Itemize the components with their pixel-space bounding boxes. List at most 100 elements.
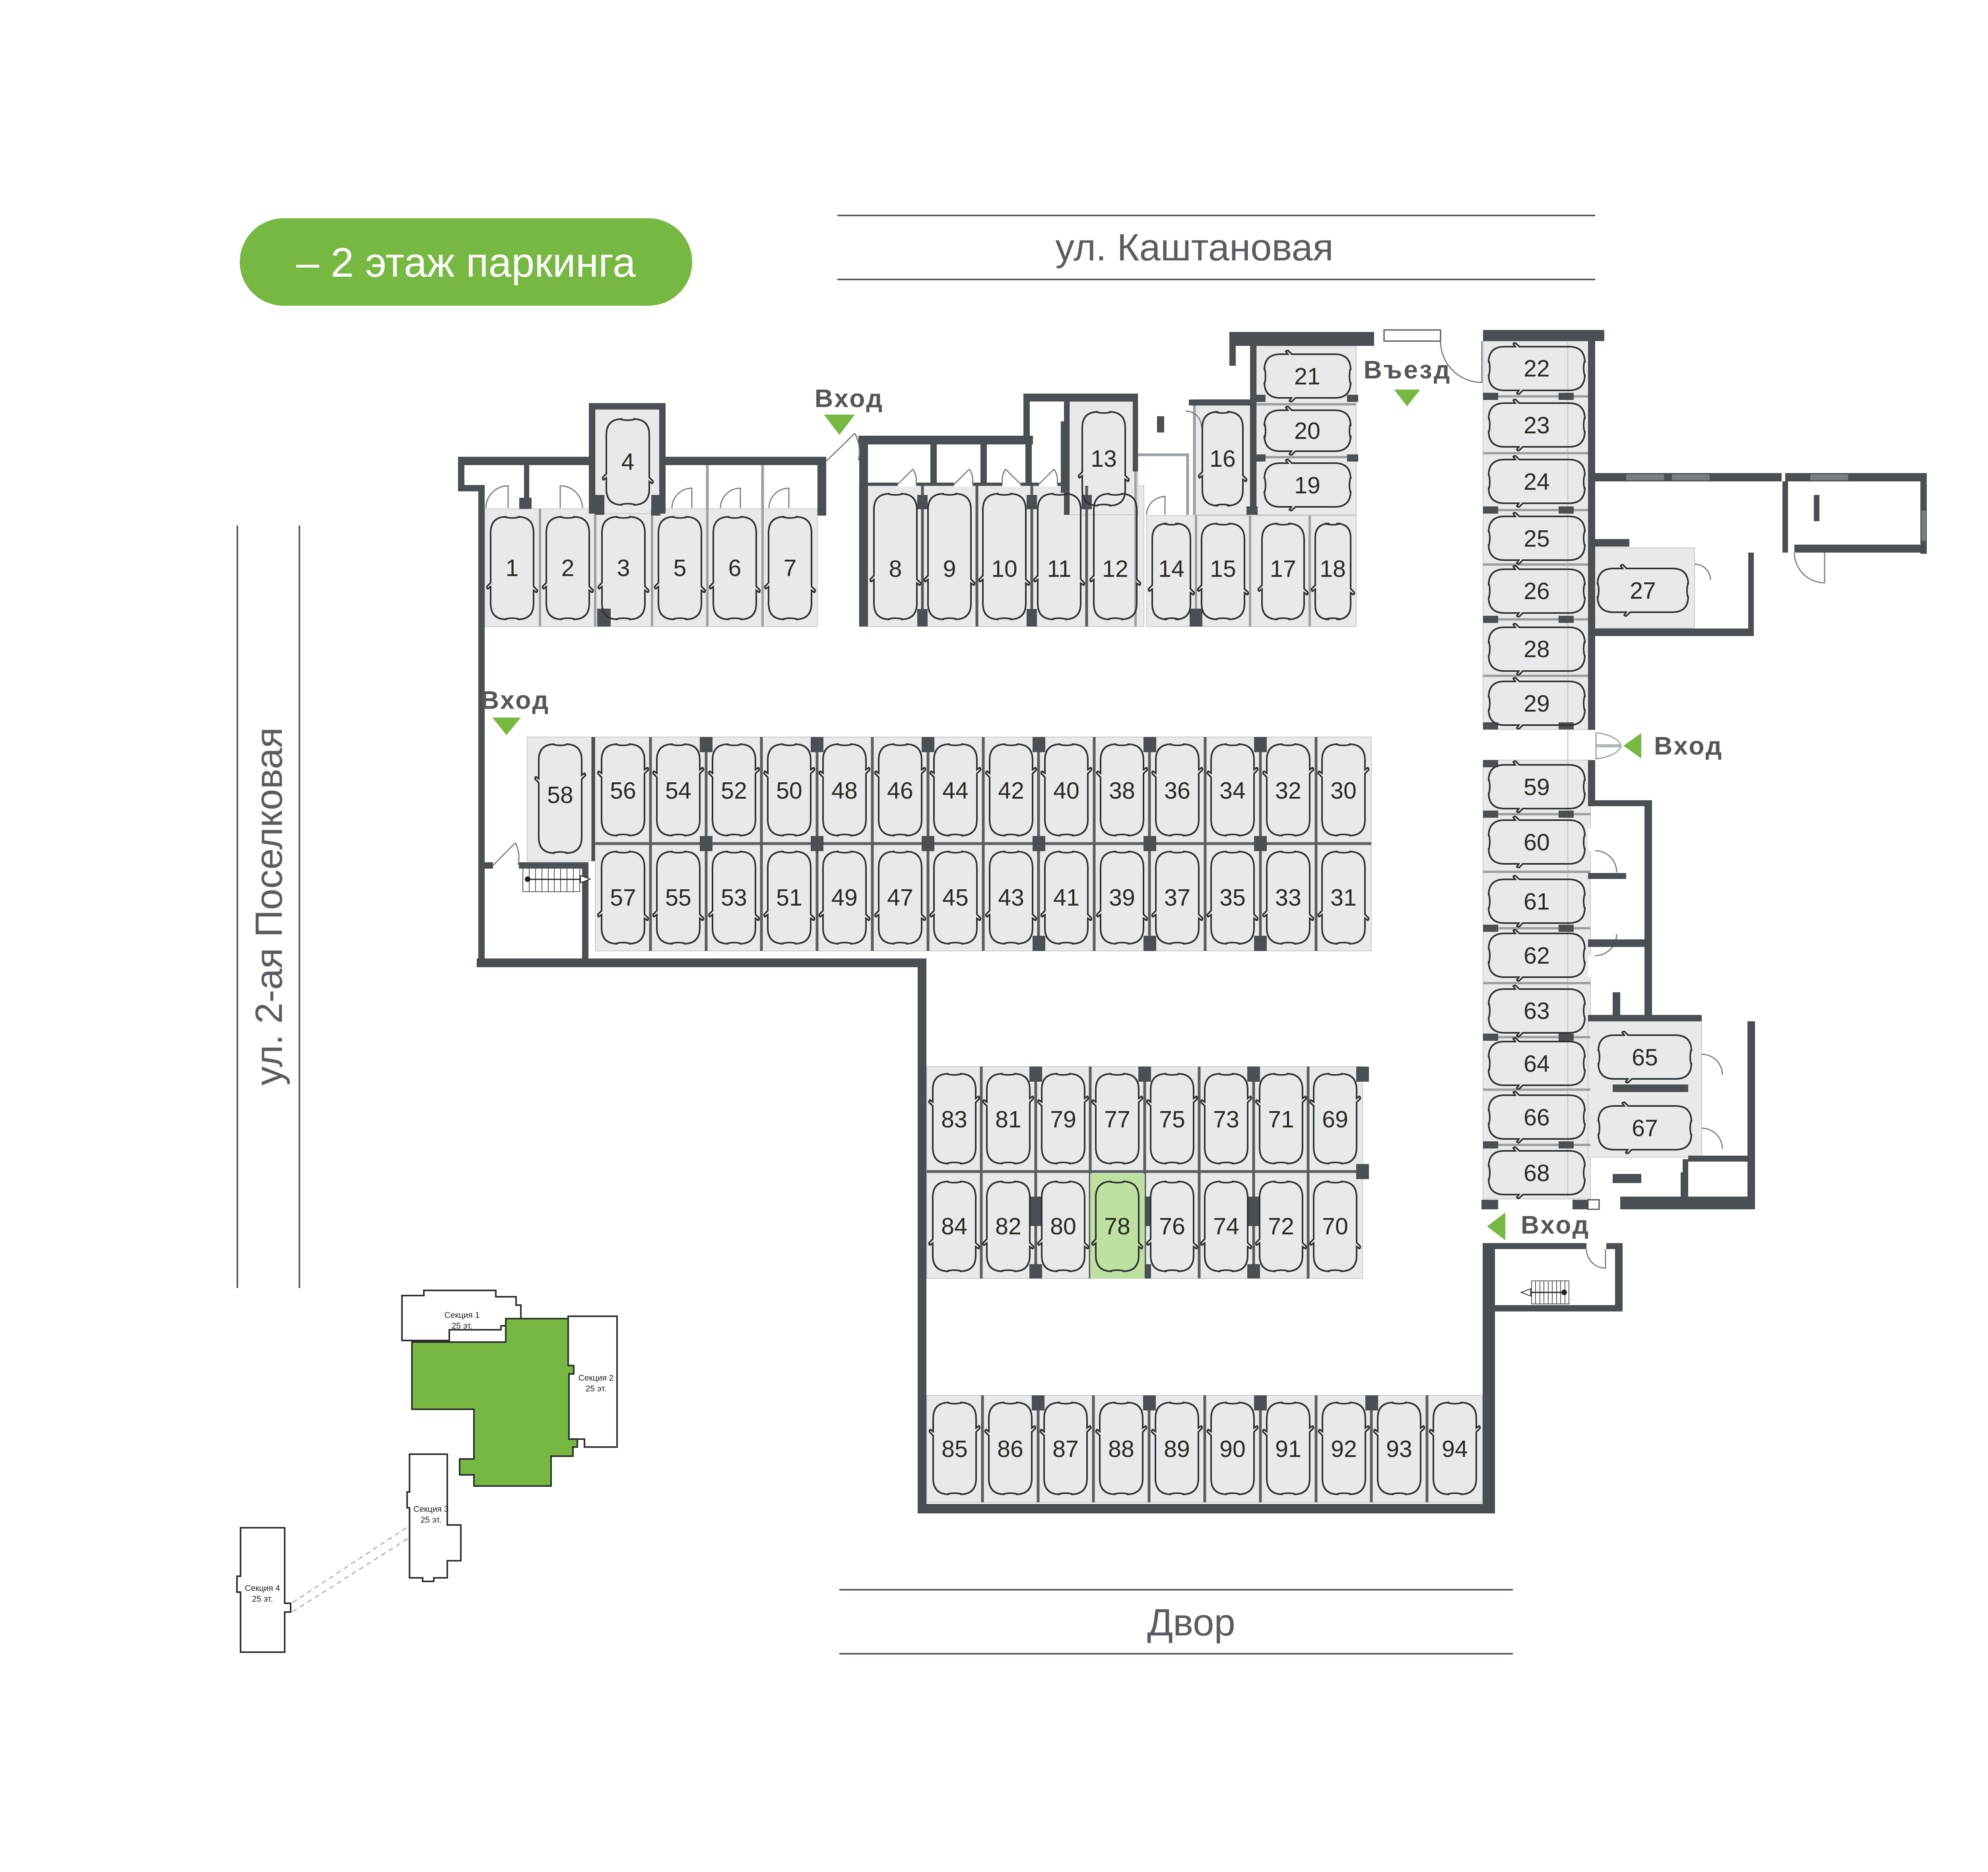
svg-text:51: 51 — [776, 885, 802, 911]
svg-text:30: 30 — [1330, 778, 1357, 804]
svg-text:11: 11 — [1047, 556, 1071, 582]
svg-text:34: 34 — [1219, 778, 1246, 804]
svg-text:57: 57 — [610, 885, 636, 911]
svg-text:6: 6 — [728, 555, 742, 581]
svg-text:28: 28 — [1524, 636, 1550, 662]
svg-text:7: 7 — [784, 555, 797, 581]
svg-text:79: 79 — [1050, 1106, 1076, 1133]
svg-text:Вход: Вход — [1521, 1210, 1590, 1239]
svg-text:45: 45 — [942, 885, 969, 911]
svg-text:36: 36 — [1164, 778, 1190, 804]
svg-text:22: 22 — [1524, 355, 1550, 382]
svg-text:2: 2 — [561, 555, 575, 581]
svg-text:54: 54 — [665, 778, 691, 804]
svg-text:49: 49 — [831, 885, 858, 911]
svg-text:43: 43 — [998, 885, 1024, 911]
svg-text:Въезд: Въезд — [1364, 355, 1452, 384]
svg-text:32: 32 — [1275, 778, 1301, 804]
svg-text:56: 56 — [610, 778, 636, 804]
svg-text:90: 90 — [1219, 1436, 1246, 1462]
svg-text:42: 42 — [998, 778, 1024, 804]
svg-text:20: 20 — [1294, 418, 1320, 444]
svg-text:91: 91 — [1275, 1436, 1301, 1462]
svg-text:81: 81 — [995, 1106, 1021, 1133]
svg-text:77: 77 — [1104, 1106, 1130, 1133]
svg-text:– 2 этаж паркинга: – 2 этаж паркинга — [296, 240, 636, 286]
svg-text:48: 48 — [831, 778, 858, 804]
svg-text:72: 72 — [1268, 1213, 1294, 1240]
svg-text:ул. Каштановая: ул. Каштановая — [1055, 226, 1334, 269]
svg-text:29: 29 — [1524, 691, 1550, 717]
svg-text:25 эт.: 25 эт. — [252, 1595, 273, 1604]
svg-text:46: 46 — [887, 778, 913, 804]
svg-text:80: 80 — [1050, 1213, 1076, 1240]
svg-text:21: 21 — [1294, 363, 1320, 390]
svg-text:69: 69 — [1322, 1106, 1348, 1133]
svg-text:41: 41 — [1053, 885, 1079, 911]
svg-text:64: 64 — [1524, 1051, 1550, 1077]
svg-text:Двор: Двор — [1147, 1601, 1235, 1644]
svg-text:3: 3 — [617, 555, 630, 581]
svg-text:63: 63 — [1524, 998, 1550, 1024]
svg-text:Вход: Вход — [1654, 731, 1723, 760]
svg-text:39: 39 — [1109, 885, 1135, 911]
svg-text:61: 61 — [1524, 888, 1550, 915]
svg-text:4: 4 — [621, 449, 635, 475]
svg-text:25 эт.: 25 эт. — [421, 1515, 442, 1525]
svg-text:84: 84 — [941, 1213, 967, 1240]
svg-text:Вход: Вход — [481, 686, 550, 714]
svg-text:94: 94 — [1442, 1436, 1468, 1462]
svg-text:68: 68 — [1524, 1160, 1550, 1186]
svg-text:74: 74 — [1213, 1213, 1239, 1240]
svg-text:78: 78 — [1104, 1213, 1130, 1240]
svg-text:47: 47 — [887, 885, 913, 911]
svg-text:27: 27 — [1630, 578, 1656, 604]
svg-text:5: 5 — [674, 555, 687, 581]
svg-text:25 эт.: 25 эт. — [586, 1384, 607, 1393]
svg-text:37: 37 — [1164, 885, 1190, 911]
svg-text:50: 50 — [776, 778, 802, 804]
svg-text:35: 35 — [1219, 885, 1246, 911]
svg-text:25 эт.: 25 эт. — [452, 1321, 473, 1331]
svg-text:67: 67 — [1632, 1115, 1658, 1141]
svg-text:87: 87 — [1052, 1436, 1079, 1462]
svg-text:9: 9 — [943, 556, 956, 582]
svg-text:23: 23 — [1524, 412, 1550, 438]
svg-text:53: 53 — [721, 885, 747, 911]
svg-text:1: 1 — [506, 555, 519, 581]
svg-text:33: 33 — [1275, 885, 1301, 911]
svg-text:76: 76 — [1159, 1213, 1185, 1240]
svg-text:59: 59 — [1524, 774, 1550, 800]
svg-text:62: 62 — [1524, 943, 1550, 969]
svg-text:10: 10 — [991, 556, 1017, 582]
svg-text:44: 44 — [942, 778, 969, 804]
svg-text:86: 86 — [997, 1436, 1023, 1462]
svg-text:83: 83 — [941, 1106, 967, 1133]
svg-text:15: 15 — [1210, 556, 1236, 582]
svg-text:18: 18 — [1320, 556, 1346, 582]
svg-text:Секция 1: Секция 1 — [445, 1311, 480, 1320]
svg-text:Секция 2: Секция 2 — [579, 1373, 614, 1383]
svg-text:70: 70 — [1322, 1213, 1348, 1240]
svg-text:12: 12 — [1102, 556, 1128, 582]
svg-text:82: 82 — [995, 1213, 1021, 1240]
svg-text:ул. 2-ая Поселковая: ул. 2-ая Поселковая — [248, 727, 290, 1085]
svg-text:60: 60 — [1524, 829, 1550, 855]
svg-text:88: 88 — [1108, 1436, 1134, 1462]
svg-text:16: 16 — [1209, 446, 1236, 472]
svg-text:Секция 4: Секция 4 — [245, 1584, 280, 1593]
svg-text:24: 24 — [1524, 469, 1550, 495]
svg-text:26: 26 — [1524, 578, 1550, 604]
svg-text:55: 55 — [665, 885, 691, 911]
svg-text:8: 8 — [889, 556, 902, 582]
svg-text:58: 58 — [547, 782, 573, 808]
svg-text:93: 93 — [1386, 1436, 1412, 1462]
svg-text:14: 14 — [1158, 556, 1184, 582]
svg-text:66: 66 — [1524, 1104, 1550, 1131]
svg-text:73: 73 — [1213, 1106, 1239, 1133]
svg-text:89: 89 — [1164, 1436, 1190, 1462]
svg-text:Секция 3: Секция 3 — [414, 1505, 449, 1514]
svg-text:19: 19 — [1294, 472, 1320, 499]
svg-text:31: 31 — [1330, 885, 1357, 911]
svg-text:38: 38 — [1109, 778, 1135, 804]
